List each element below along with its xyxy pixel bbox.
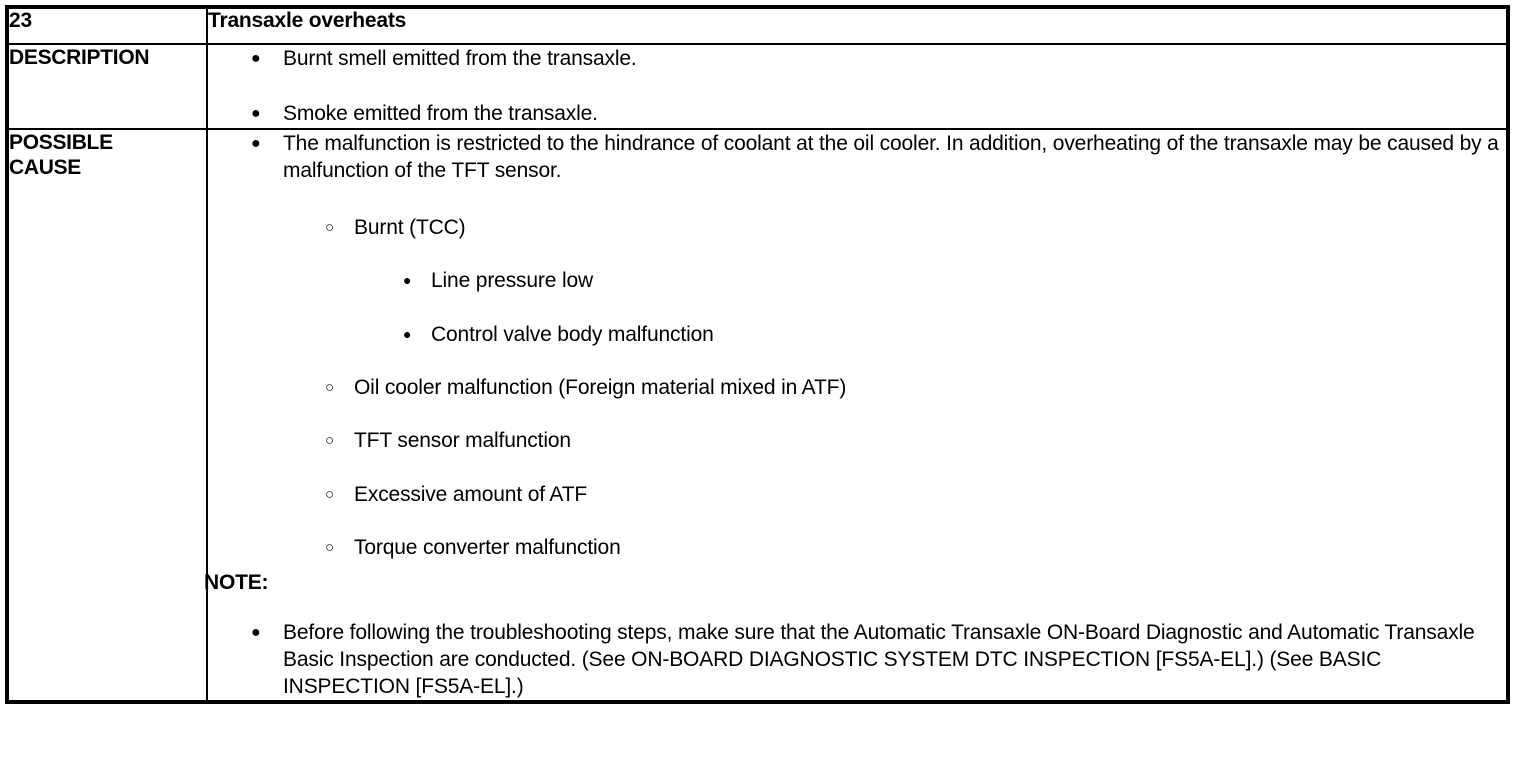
list-item-text: Control valve body malfunction xyxy=(431,322,714,346)
note-list-item-text: Before following the troubleshooting ste… xyxy=(283,620,1475,699)
list-item-text: Excessive amount of ATF xyxy=(354,482,588,506)
row-label-line2: CAUSE xyxy=(9,156,82,180)
symptom-number: 23 xyxy=(6,6,208,45)
bullet-disc-icon: ● xyxy=(251,134,261,152)
list-item: ● Line pressure low xyxy=(403,267,1506,294)
bullet-disc-icon: ● xyxy=(251,105,261,123)
spacer xyxy=(208,72,1506,100)
list-item-text: TFT sensor malfunction xyxy=(354,429,571,453)
bullet-circle-icon: ○ xyxy=(325,379,334,397)
note-heading: NOTE: xyxy=(204,571,269,595)
table-row-description: DESCRIPTION ● Burnt smell emitted from t… xyxy=(6,43,1509,130)
row-label-description: DESCRIPTION xyxy=(6,43,208,130)
bullet-small-disc-icon: ● xyxy=(403,272,412,289)
spacer xyxy=(208,455,1506,481)
spacer xyxy=(208,348,1506,374)
list-item-text: Burnt smell emitted from the transaxle. xyxy=(283,47,637,70)
possible-cause-content: ● The malfunction is restricted to the h… xyxy=(204,127,1509,704)
row-label-line1: POSSIBLE xyxy=(9,130,113,154)
bullet-circle-icon: ○ xyxy=(325,432,334,450)
table-row-possible-cause: POSSIBLE CAUSE ● The malfunction is rest… xyxy=(6,127,1509,704)
bullet-circle-icon: ○ xyxy=(325,538,334,556)
row-label-possible-cause: POSSIBLE CAUSE xyxy=(6,127,208,704)
spacer xyxy=(208,508,1506,534)
spacer xyxy=(208,241,1506,267)
description-content: ● Burnt smell emitted from the transaxle… xyxy=(206,43,1509,130)
note-list-item: ● Before following the troubleshooting s… xyxy=(251,619,1506,701)
list-item: ○ Excessive amount of ATF xyxy=(325,481,1506,508)
list-item-text: Burnt (TCC) xyxy=(354,216,466,240)
bullet-disc-icon: ● xyxy=(251,50,261,67)
list-item: ● Burnt smell emitted from the transaxle… xyxy=(251,45,1506,72)
bullet-small-disc-icon: ● xyxy=(403,325,412,342)
symptom-title: Transaxle overheats xyxy=(206,6,1509,45)
list-item: ○ Torque converter malfunction xyxy=(325,534,1506,561)
list-item-text: Line pressure low xyxy=(431,269,594,293)
bullet-circle-icon: ○ xyxy=(325,485,334,503)
list-item: ● Smoke emitted from the transaxle. xyxy=(251,100,1506,127)
spacer xyxy=(208,184,1506,214)
list-item: ● The malfunction is restricted to the h… xyxy=(251,130,1506,185)
list-item-text: Smoke emitted from the transaxle. xyxy=(283,102,598,126)
list-item-text: The malfunction is restricted to the hin… xyxy=(283,131,1499,182)
table-row-header: 23 Transaxle overheats xyxy=(6,6,1509,45)
list-item-text: Torque converter malfunction xyxy=(354,535,621,559)
spacer xyxy=(208,295,1506,321)
list-item: ○ TFT sensor malfunction xyxy=(325,427,1506,454)
list-item: ● Control valve body malfunction xyxy=(403,321,1506,348)
list-item: ○ Burnt (TCC) xyxy=(325,214,1506,241)
list-item-text: Oil cooler malfunction (Foreign material… xyxy=(354,376,847,400)
troubleshooting-table: 23 Transaxle overheats DESCRIPTION ● Bur… xyxy=(5,5,1510,705)
bullet-disc-icon: ● xyxy=(251,623,261,641)
list-item: ○ Oil cooler malfunction (Foreign materi… xyxy=(325,374,1506,401)
spacer xyxy=(208,401,1506,427)
bullet-circle-icon: ○ xyxy=(325,219,334,237)
